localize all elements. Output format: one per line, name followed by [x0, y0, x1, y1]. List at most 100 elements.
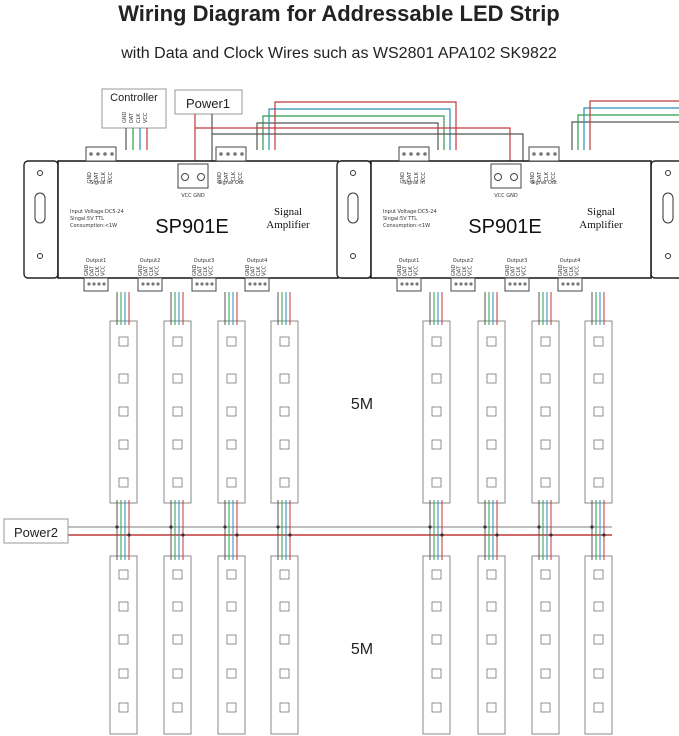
led-chip [226, 634, 237, 645]
led-chip [172, 702, 183, 713]
signal-out-pin-label: CLK [231, 171, 237, 181]
led-chip [540, 439, 551, 450]
junction-dot [602, 533, 606, 537]
output-pin-label: DAT [403, 265, 409, 276]
pin [454, 282, 458, 286]
output-label-4: Output4 [560, 258, 581, 264]
led-chip [593, 569, 604, 580]
output-pin-label: CLK [462, 266, 468, 276]
led-chip [172, 668, 183, 679]
led-strip-column [422, 292, 451, 735]
led-chip [486, 569, 497, 580]
led-chip [593, 439, 604, 450]
output-pin-label: DAT [457, 265, 463, 276]
controller: Controller GND DAT CLK VCC [101, 88, 167, 129]
signal-in-connector [85, 146, 117, 162]
junction-dot [495, 533, 499, 537]
led-chip [593, 336, 604, 347]
pin [87, 282, 91, 286]
link-wire [268, 108, 451, 150]
controller-pin-clk: CLK [136, 113, 142, 123]
led-chip [593, 477, 604, 488]
led-chip [172, 634, 183, 645]
led-chip [172, 406, 183, 417]
signal-in-pin-label: DAT [94, 171, 100, 182]
output-connector [504, 277, 530, 292]
pin [539, 152, 543, 156]
pin [110, 152, 114, 156]
output-pin-label: GND [451, 264, 457, 276]
output-pin-label: CLK [203, 266, 209, 276]
led-chip [118, 668, 129, 679]
pin [409, 152, 413, 156]
junction-dot [181, 533, 185, 537]
pin [513, 282, 517, 286]
led-chip [486, 634, 497, 645]
pin [141, 282, 145, 286]
led-chip [486, 702, 497, 713]
junction-dot [115, 525, 119, 529]
output-label-3: Output3 [507, 258, 528, 264]
link-wire [262, 115, 445, 150]
power-bridge-vcc [195, 127, 511, 165]
junction-dot [276, 525, 280, 529]
out-wire [571, 121, 679, 150]
vcc-gnd-label: VCC GND [181, 193, 205, 199]
pin [263, 282, 267, 286]
led-chip [226, 477, 237, 488]
signal-in-pin-label: CLK [414, 171, 420, 181]
pin [415, 282, 419, 286]
pin [561, 282, 565, 286]
power2-label: Power2 [14, 525, 58, 540]
led-chip [118, 569, 129, 580]
led-chip [279, 702, 290, 713]
led-chip [486, 477, 497, 488]
output-pin-label: GND [84, 264, 90, 276]
led-chip [172, 373, 183, 384]
led-chip [226, 569, 237, 580]
mount-hole [347, 192, 359, 224]
pin [96, 152, 100, 156]
pin [92, 282, 96, 286]
pin [402, 152, 406, 156]
terminal-screw [197, 173, 205, 181]
amplifier-name-line1: Signal [587, 206, 615, 218]
pin [532, 152, 536, 156]
mount-hole [662, 192, 674, 224]
output-pin-label: GND [245, 264, 251, 276]
led-chip [540, 406, 551, 417]
output-pin-label: GND [397, 264, 403, 276]
led-chip [431, 477, 442, 488]
led-chip [279, 439, 290, 450]
led-chip [431, 702, 442, 713]
led-chip [279, 373, 290, 384]
output-pin-label: DAT [90, 265, 96, 276]
power1-label: Power1 [186, 96, 230, 111]
controller-pin-dat: DAT [129, 112, 135, 123]
led-chip [540, 373, 551, 384]
led-chip [172, 601, 183, 612]
output-pin-label: VCC [414, 265, 420, 276]
output-pin-label: DAT [564, 265, 570, 276]
spec-voltage: Input Voltage:DC5-24 [70, 209, 124, 215]
led-chip [486, 406, 497, 417]
output-pin-label: DAT [511, 265, 517, 276]
led-strip-column [531, 292, 560, 735]
output-pin-label: CLK [256, 266, 262, 276]
led-chip [593, 702, 604, 713]
amplifier-name-line2: Amplifier [579, 219, 623, 231]
pin [464, 282, 468, 286]
output-pin-label: VCC [575, 265, 581, 276]
output-pin-label: VCC [522, 265, 528, 276]
output-connector [137, 277, 163, 292]
led-chip [431, 668, 442, 679]
pin [89, 152, 93, 156]
led-chip [279, 336, 290, 347]
pin [195, 282, 199, 286]
signal-in-connector [398, 146, 430, 162]
signal-in-pin-label: GND [87, 172, 93, 184]
led-strip-column [217, 292, 246, 735]
led-chip [118, 634, 129, 645]
